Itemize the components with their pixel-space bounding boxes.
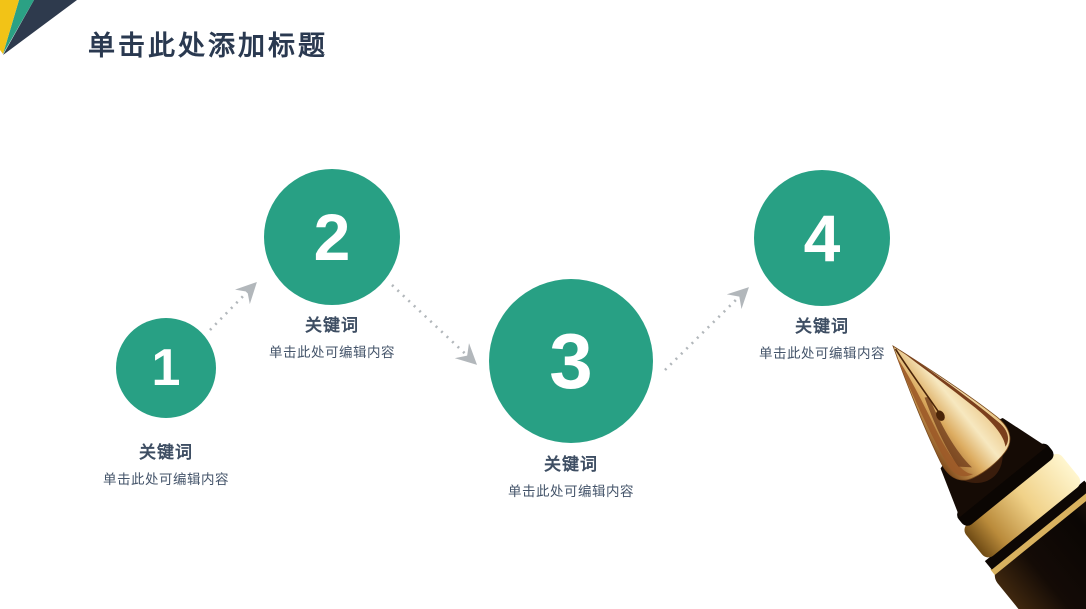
step-1-number: 1 [151,339,181,397]
pen-breather-hole [936,410,945,421]
step-3: 3 关键词 单击此处可编辑内容 [461,279,681,500]
pen-barrel [994,493,1086,609]
corner-triangle-green [3,0,34,54]
step-3-circle: 3 [489,279,653,443]
step-4-desc-placeholder[interactable]: 单击此处可编辑内容 [759,346,885,361]
step-4-circle: 4 [754,170,890,306]
step-3-label[interactable]: 关键词 [544,455,598,474]
step-1-circle: 1 [116,318,216,418]
step-2-circle: 2 [264,169,400,305]
step-4-label[interactable]: 关键词 [795,317,849,336]
step-2-number: 2 [313,200,351,274]
step-3-desc-placeholder[interactable]: 单击此处可编辑内容 [508,484,634,499]
pen-nib [892,345,1011,481]
step-1-desc-placeholder[interactable]: 单击此处可编辑内容 [103,472,229,487]
step-4-number: 4 [803,201,841,275]
step-4: 4 关键词 单击此处可编辑内容 [712,170,932,362]
corner-decoration-icon [0,0,77,55]
step-2: 2 关键词 单击此处可编辑内容 [222,169,442,361]
slide-title-placeholder[interactable]: 单击此处添加标题 [88,31,328,61]
step-2-label[interactable]: 关键词 [305,316,359,335]
fountain-pen-icon [892,345,1086,609]
corner-triangle-navy [3,0,77,55]
step-1-label[interactable]: 关键词 [139,443,193,462]
pen-gold-band [964,454,1081,558]
corner-triangle-yellow [0,0,19,54]
step-2-desc-placeholder[interactable]: 单击此处可编辑内容 [269,345,395,360]
step-3-number: 3 [549,317,593,405]
step-1: 1 关键词 单击此处可编辑内容 [56,318,276,488]
